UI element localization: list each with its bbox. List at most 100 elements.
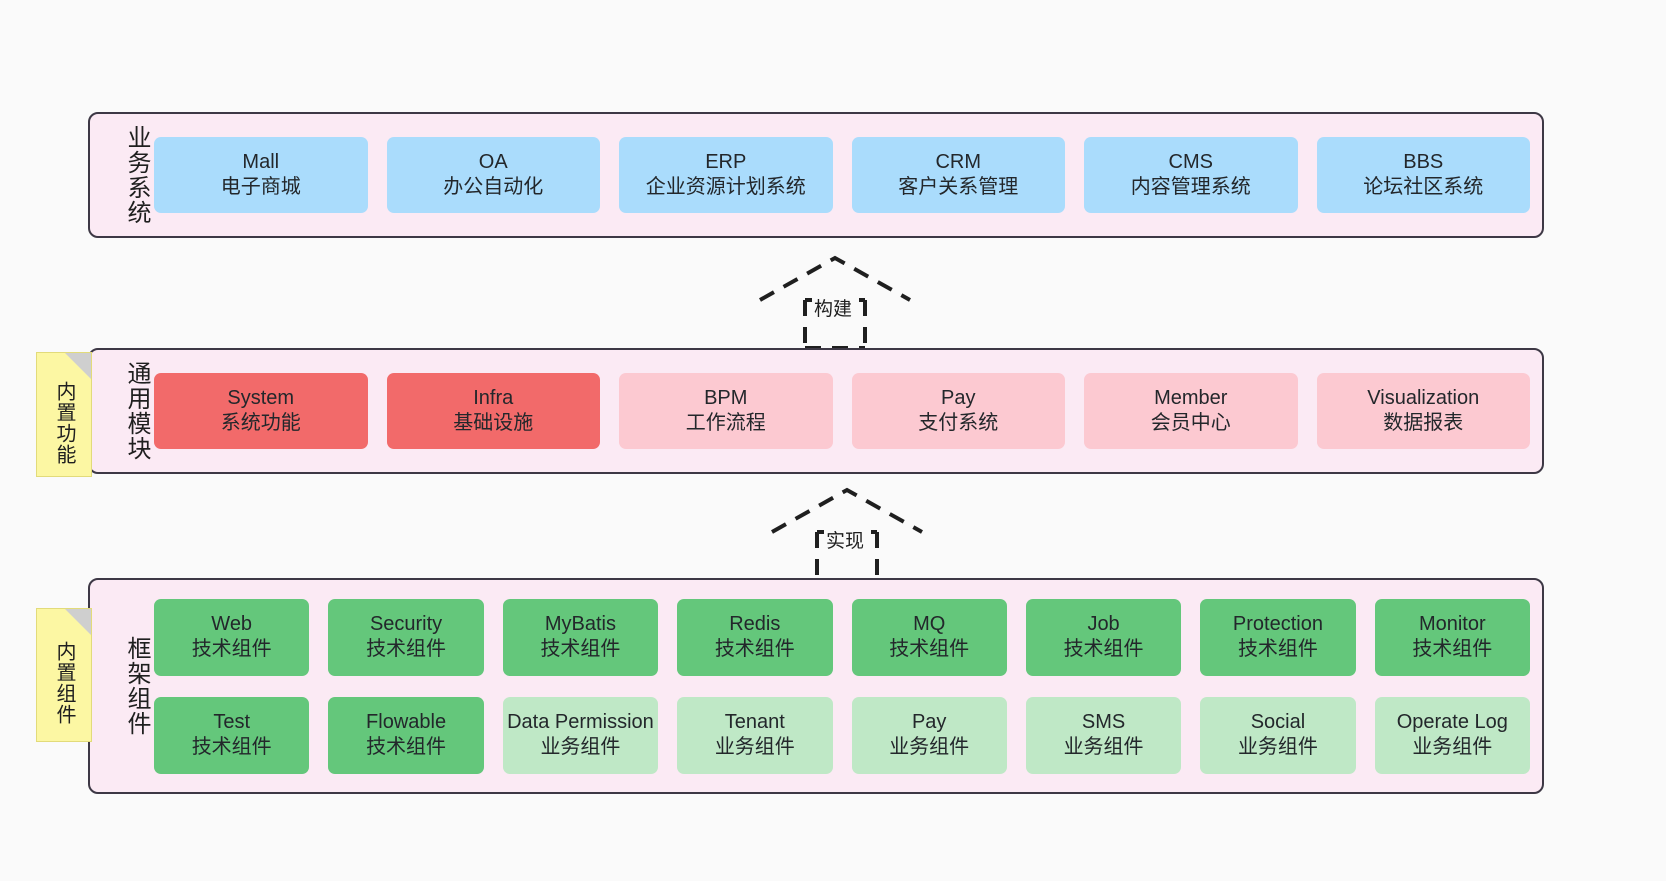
card-title: Monitor — [1418, 612, 1486, 635]
card-subtitle: 技术组件 — [1412, 638, 1493, 660]
card-title: Protection — [1232, 612, 1323, 635]
card-member[interactable]: Member 会员中心 — [1084, 373, 1298, 449]
card-title: System — [227, 386, 295, 409]
card-subtitle: 业务组件 — [1412, 736, 1493, 758]
card-title: SMS — [1081, 710, 1126, 733]
card-mall[interactable]: Mall 电子商城 — [154, 137, 368, 213]
card-title: Data Permission — [507, 710, 654, 733]
card-title: BPM — [704, 386, 748, 409]
connector-build-label: 构建 — [812, 294, 855, 321]
card-pay-module[interactable]: Pay 支付系统 — [851, 373, 1065, 449]
card-title: Tenant — [724, 710, 785, 733]
sticky-note-builtin-features: 内置功能 — [36, 352, 92, 477]
card-title: Security — [369, 612, 443, 635]
card-subtitle: 业务组件 — [889, 736, 970, 758]
card-title: Operate Log — [1396, 710, 1508, 733]
connector-implement-label: 实现 — [824, 526, 867, 553]
card-title: Social — [1250, 710, 1306, 733]
card-protection[interactable]: Protection 技术组件 — [1200, 598, 1356, 676]
card-flowable[interactable]: Flowable 技术组件 — [328, 696, 484, 774]
card-redis[interactable]: Redis 技术组件 — [677, 598, 833, 676]
card-subtitle: 技术组件 — [1237, 638, 1318, 660]
card-subtitle: 企业资源计划系统 — [645, 176, 806, 198]
card-title: Web — [211, 612, 253, 635]
card-bbs[interactable]: BBS 论坛社区系统 — [1316, 137, 1530, 213]
card-data-permission[interactable]: Data Permission 业务组件 — [502, 696, 659, 774]
card-subtitle: 支付系统 — [918, 412, 999, 434]
card-subtitle: 会员中心 — [1150, 412, 1231, 434]
card-subtitle: 客户关系管理 — [898, 176, 1019, 198]
card-row: System 系统功能 Infra 基础设施 BPM 工作流程 Pay 支付系统… — [154, 373, 1530, 449]
card-bpm[interactable]: BPM 工作流程 — [619, 373, 833, 449]
card-infra[interactable]: Infra 基础设施 — [386, 373, 600, 449]
sticky-note-label: 内置功能 — [53, 380, 75, 465]
folded-corner-icon — [65, 609, 91, 635]
card-title: Mall — [242, 150, 280, 173]
card-subtitle: 业务组件 — [714, 736, 795, 758]
layer-body-framework: Web 技术组件 Security 技术组件 MyBatis 技术组件 Redi… — [150, 598, 1542, 774]
card-subtitle: 技术组件 — [191, 638, 272, 660]
card-job[interactable]: Job 技术组件 — [1025, 598, 1182, 676]
card-subtitle: 技术组件 — [714, 638, 795, 660]
card-security[interactable]: Security 技术组件 — [328, 598, 484, 676]
card-subtitle: 技术组件 — [540, 638, 621, 660]
card-title: CMS — [1168, 150, 1213, 173]
card-title: BBS — [1403, 150, 1444, 173]
card-title: OA — [478, 150, 508, 173]
card-subtitle: 技术组件 — [366, 736, 447, 758]
card-title: Visualization — [1367, 386, 1480, 409]
layer-title-modules: 通用模块 — [123, 361, 150, 461]
card-sms[interactable]: SMS 业务组件 — [1025, 696, 1182, 774]
card-oa[interactable]: OA 办公自动化 — [386, 137, 600, 213]
card-social[interactable]: Social 业务组件 — [1200, 696, 1356, 774]
card-web[interactable]: Web 技术组件 — [154, 598, 310, 676]
card-title: Redis — [729, 612, 781, 635]
card-subtitle: 工作流程 — [685, 412, 766, 434]
card-subtitle: 论坛社区系统 — [1363, 176, 1484, 198]
card-visualization[interactable]: Visualization 数据报表 — [1316, 373, 1530, 449]
card-title: MyBatis — [544, 612, 616, 635]
card-row: Web 技术组件 Security 技术组件 MyBatis 技术组件 Redi… — [154, 598, 1530, 676]
layer-title-framework: 框架组件 — [123, 636, 150, 736]
card-subtitle: 业务组件 — [1063, 736, 1144, 758]
card-subtitle: 技术组件 — [1063, 638, 1144, 660]
card-subtitle: 业务组件 — [540, 736, 621, 758]
layer-body-modules: System 系统功能 Infra 基础设施 BPM 工作流程 Pay 支付系统… — [150, 373, 1542, 449]
connector-implement: 实现 — [762, 484, 932, 584]
card-title: Job — [1087, 612, 1120, 635]
card-subtitle: 业务组件 — [1237, 736, 1318, 758]
card-title: Test — [213, 710, 251, 733]
card-row: Test 技术组件 Flowable 技术组件 Data Permission … — [154, 696, 1530, 774]
connector-build: 构建 — [750, 252, 920, 352]
layer-body-business: Mall 电子商城 OA 办公自动化 ERP 企业资源计划系统 CRM 客户关系… — [150, 137, 1542, 213]
card-pay-component[interactable]: Pay 业务组件 — [851, 696, 1007, 774]
card-crm[interactable]: CRM 客户关系管理 — [851, 137, 1065, 213]
layer-common-modules: 通用模块 System 系统功能 Infra 基础设施 BPM 工作流程 Pay… — [88, 348, 1544, 474]
card-subtitle: 技术组件 — [889, 638, 970, 660]
layer-title-business: 业务系统 — [123, 125, 150, 225]
card-cms[interactable]: CMS 内容管理系统 — [1084, 137, 1298, 213]
card-tenant[interactable]: Tenant 业务组件 — [677, 696, 833, 774]
card-row: Mall 电子商城 OA 办公自动化 ERP 企业资源计划系统 CRM 客户关系… — [154, 137, 1530, 213]
card-mq[interactable]: MQ 技术组件 — [851, 598, 1007, 676]
card-test[interactable]: Test 技术组件 — [154, 696, 310, 774]
card-title: MQ — [913, 612, 946, 635]
card-mybatis[interactable]: MyBatis 技术组件 — [502, 598, 659, 676]
layer-business-systems: 业务系统 Mall 电子商城 OA 办公自动化 ERP 企业资源计划系统 CRM… — [88, 112, 1544, 238]
card-title: Infra — [473, 386, 514, 409]
card-subtitle: 系统功能 — [220, 412, 301, 434]
card-title: Pay — [911, 710, 947, 733]
card-subtitle: 内容管理系统 — [1130, 176, 1251, 198]
card-monitor[interactable]: Monitor 技术组件 — [1374, 598, 1530, 676]
sticky-note-label: 内置组件 — [53, 641, 75, 725]
card-system[interactable]: System 系统功能 — [154, 373, 368, 449]
card-erp[interactable]: ERP 企业资源计划系统 — [619, 137, 833, 213]
card-title: CRM — [935, 150, 982, 173]
card-subtitle: 技术组件 — [366, 638, 447, 660]
sticky-note-builtin-components: 内置组件 — [36, 608, 92, 742]
card-subtitle: 电子商城 — [220, 176, 301, 198]
card-subtitle: 技术组件 — [191, 736, 272, 758]
folded-corner-icon — [65, 353, 91, 379]
card-subtitle: 办公自动化 — [443, 176, 544, 198]
card-operate-log[interactable]: Operate Log 业务组件 — [1374, 696, 1530, 774]
